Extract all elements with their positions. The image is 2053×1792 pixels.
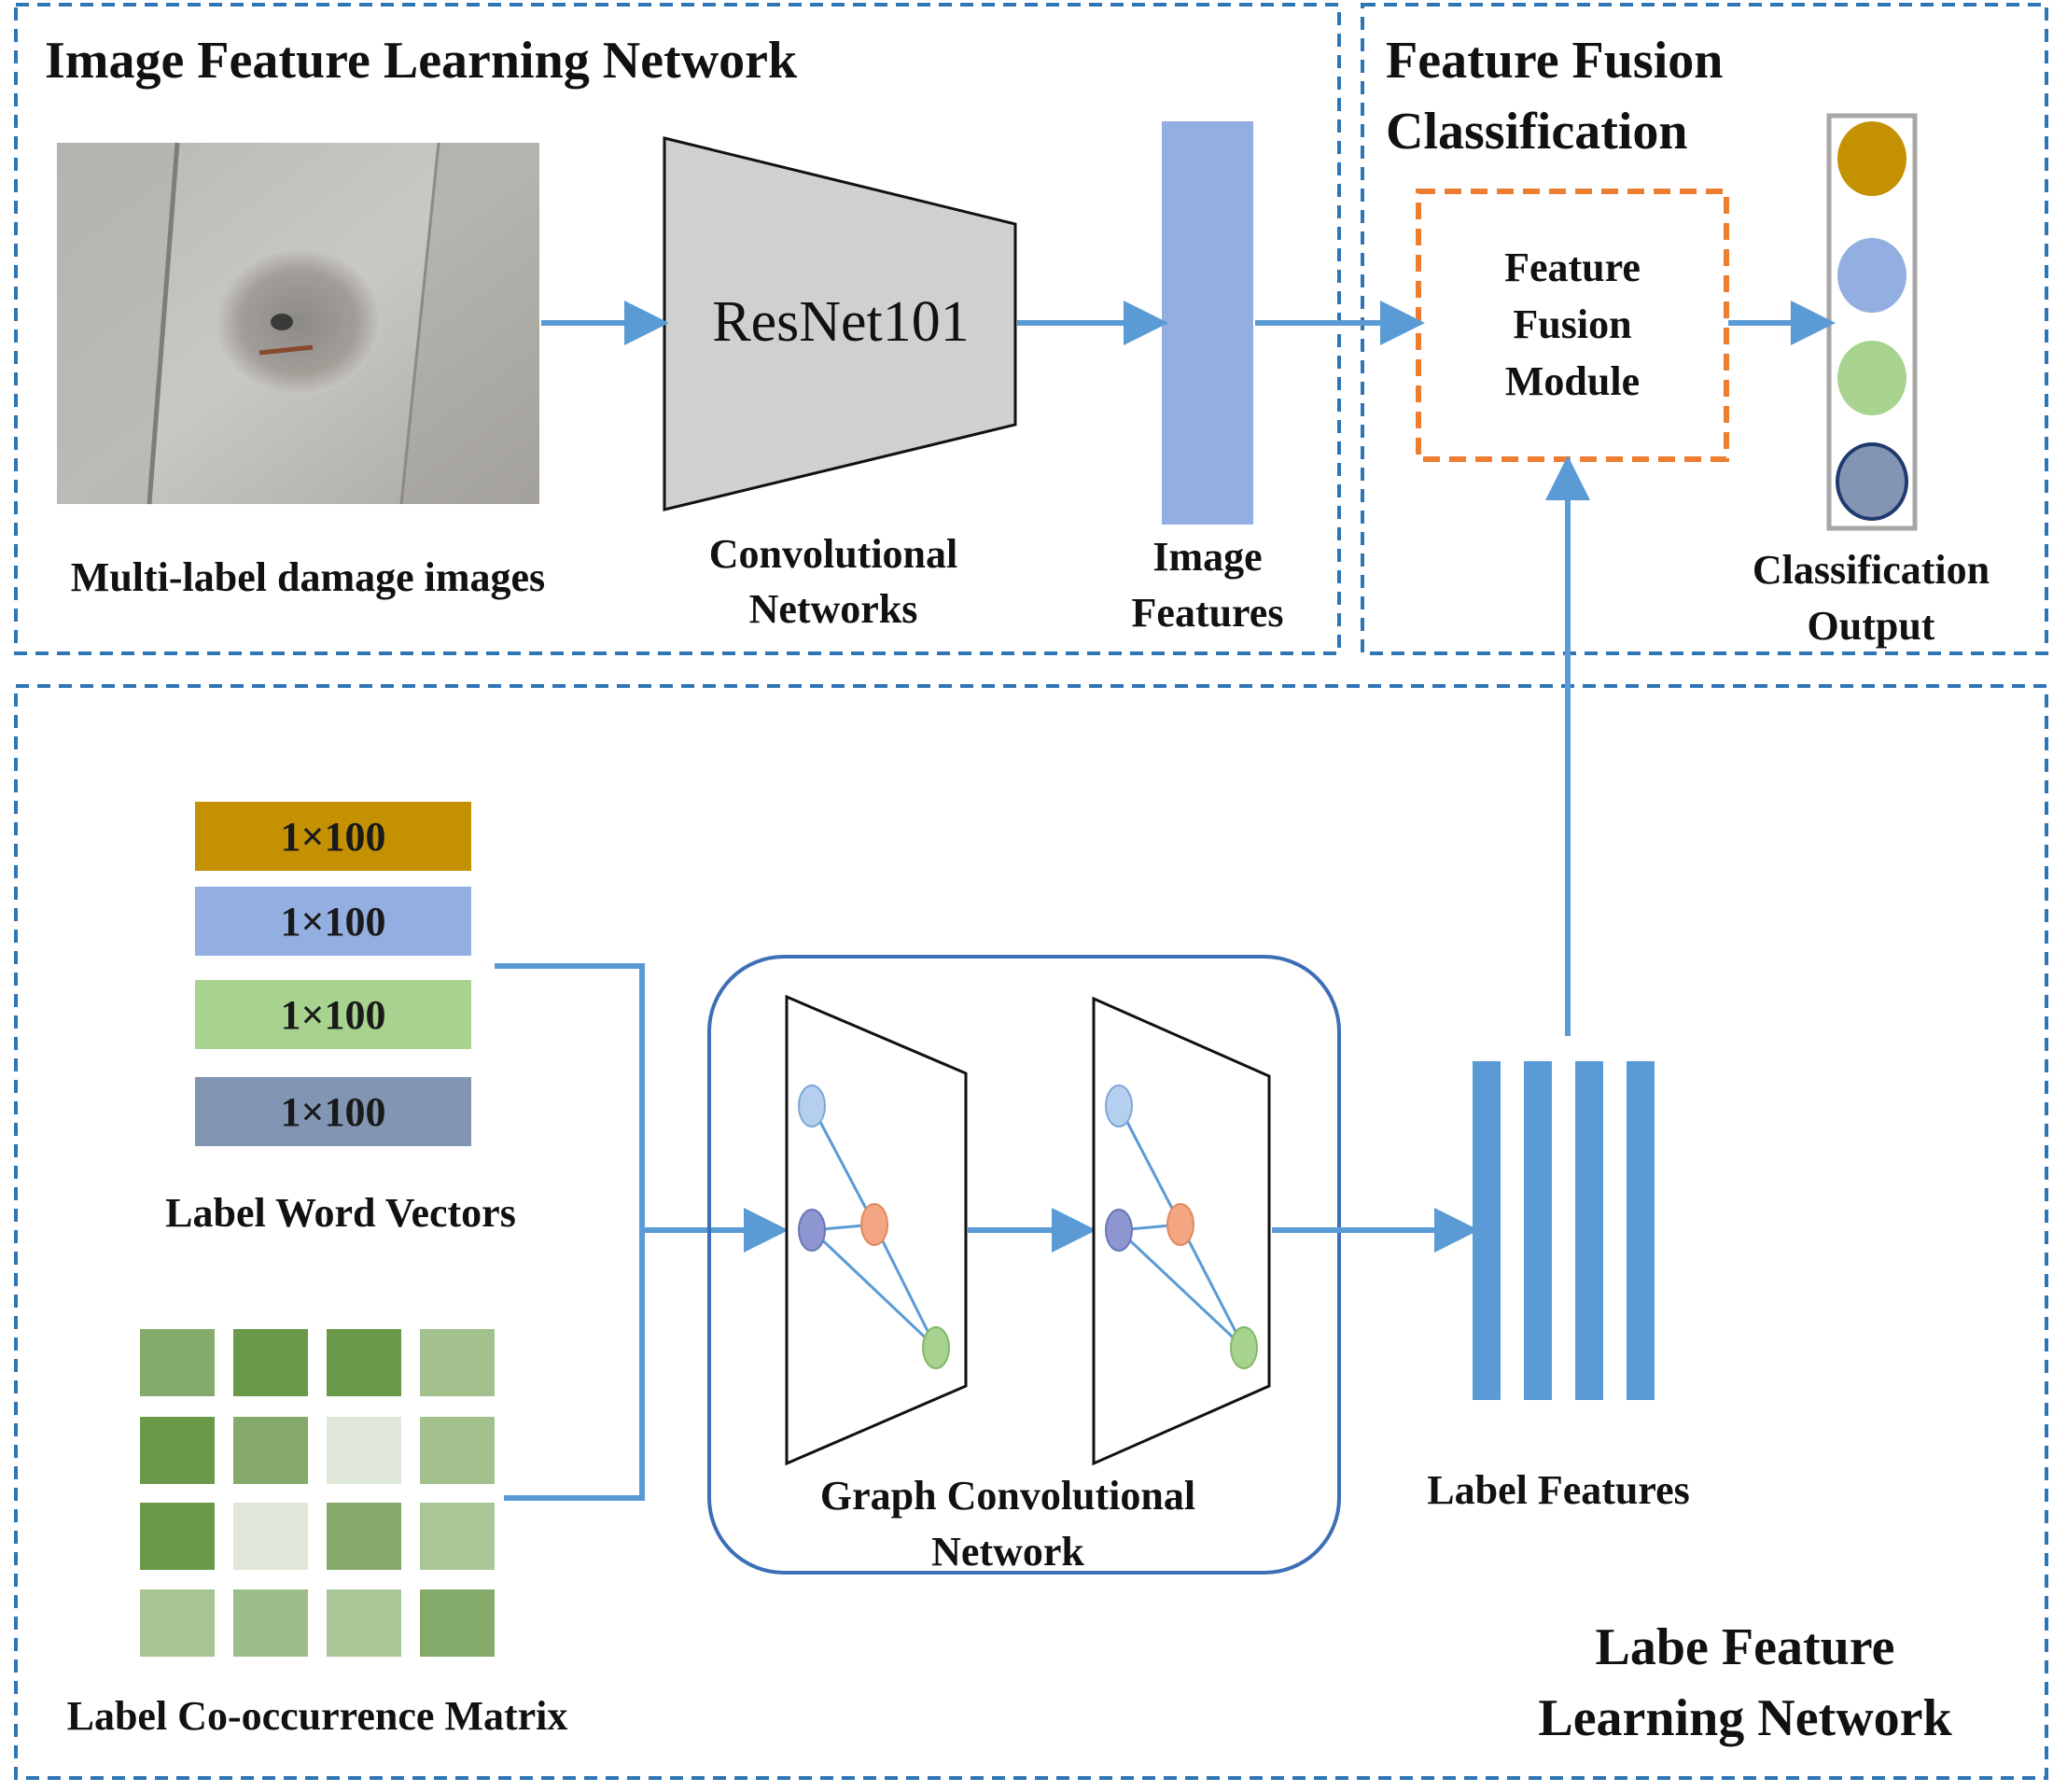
gcn-caption-line1: Graph Convolutional — [819, 1473, 1196, 1519]
matrix-cell — [140, 1417, 215, 1484]
fusion-title-line2: Classification — [1386, 103, 1688, 161]
convnet-caption-line2: Networks — [748, 586, 918, 632]
matrix-cell — [233, 1417, 308, 1484]
matrix-cell — [327, 1503, 401, 1570]
word-vector-bars — [195, 802, 471, 1146]
graph-node-blue — [798, 1085, 826, 1127]
word-vector-bar — [195, 802, 471, 871]
gcn-layer-2 — [1092, 996, 1271, 1466]
label-learning-panel — [14, 684, 2048, 1780]
word-vector-bar — [195, 887, 471, 956]
word-vector-2: 1×100 — [280, 898, 386, 945]
fusion-module-line2: Fusion — [1513, 301, 1632, 348]
gcn-container — [707, 955, 1341, 1575]
word-vector-bar — [195, 1077, 471, 1146]
label-learning-title-line2: Learning Network — [1538, 1689, 1952, 1747]
matrix-cell — [420, 1589, 495, 1657]
matrix-cell — [233, 1589, 308, 1657]
resnet-trapezoid — [663, 136, 1017, 511]
cooccurrence-matrix — [140, 1329, 495, 1657]
damage-images-caption: Multi-label damage images — [70, 554, 546, 600]
classification-output-caption-line1: Classification — [1752, 547, 1990, 593]
image-features-caption-line1: Image — [1152, 534, 1263, 580]
gcn-caption-line2: Network — [931, 1529, 1084, 1575]
graph-node-green — [922, 1326, 950, 1369]
classification-output-caption-line2: Output — [1807, 603, 1935, 649]
word-vectors-caption: Label Word Vectors — [165, 1190, 516, 1236]
fusion-module-line3: Module — [1504, 357, 1641, 404]
gcn-layer-1 — [785, 994, 968, 1466]
label-learning-title-line1: Labe Feature — [1595, 1618, 1895, 1676]
fusion-module-line1: Feature — [1504, 245, 1641, 291]
graph-node-blue — [1105, 1085, 1133, 1127]
image-features-caption-line2: Features — [1131, 590, 1284, 636]
convnet-caption-line1: Convolutional — [708, 531, 958, 577]
matrix-cell — [420, 1417, 495, 1484]
graph-node-green — [1230, 1326, 1258, 1369]
word-vector-3: 1×100 — [280, 991, 386, 1038]
graph-node-purple — [798, 1209, 826, 1252]
matrix-cell — [233, 1503, 308, 1570]
image-feature-bar — [1162, 121, 1253, 525]
word-vector-1: 1×100 — [280, 813, 386, 860]
output-class-circle — [1837, 341, 1906, 415]
output-class-circle — [1836, 442, 1908, 521]
graph-node-purple — [1105, 1209, 1133, 1252]
label-features-caption: Label Features — [1427, 1467, 1690, 1513]
cooccurrence-caption: Label Co-occurrence Matrix — [66, 1693, 568, 1739]
fusion-panel — [1361, 3, 2048, 655]
output-class-circle — [1837, 238, 1906, 313]
matrix-cell — [327, 1589, 401, 1657]
output-class-circle — [1837, 121, 1906, 196]
matrix-cell — [420, 1329, 495, 1396]
resnet-label: ResNet101 — [712, 290, 970, 354]
label-feature-bars — [1473, 1061, 1655, 1400]
word-vector-bar — [195, 980, 471, 1049]
word-vector-4: 1×100 — [280, 1088, 386, 1135]
matrix-cell — [233, 1329, 308, 1396]
graph-node-orange — [860, 1203, 888, 1246]
matrix-cell — [140, 1589, 215, 1657]
matrix-cell — [327, 1417, 401, 1484]
matrix-cell — [420, 1503, 495, 1570]
output-circles — [1836, 121, 1908, 521]
damage-image — [57, 142, 539, 505]
fusion-title-line1: Feature Fusion — [1386, 32, 1724, 90]
image-learning-title: Image Feature Learning Network — [45, 32, 798, 90]
feature-fusion-module: Feature Fusion Module — [1418, 191, 1726, 459]
matrix-cell — [327, 1329, 401, 1396]
graph-node-orange — [1166, 1203, 1194, 1246]
matrix-cell — [140, 1329, 215, 1396]
matrix-cell — [140, 1503, 215, 1570]
